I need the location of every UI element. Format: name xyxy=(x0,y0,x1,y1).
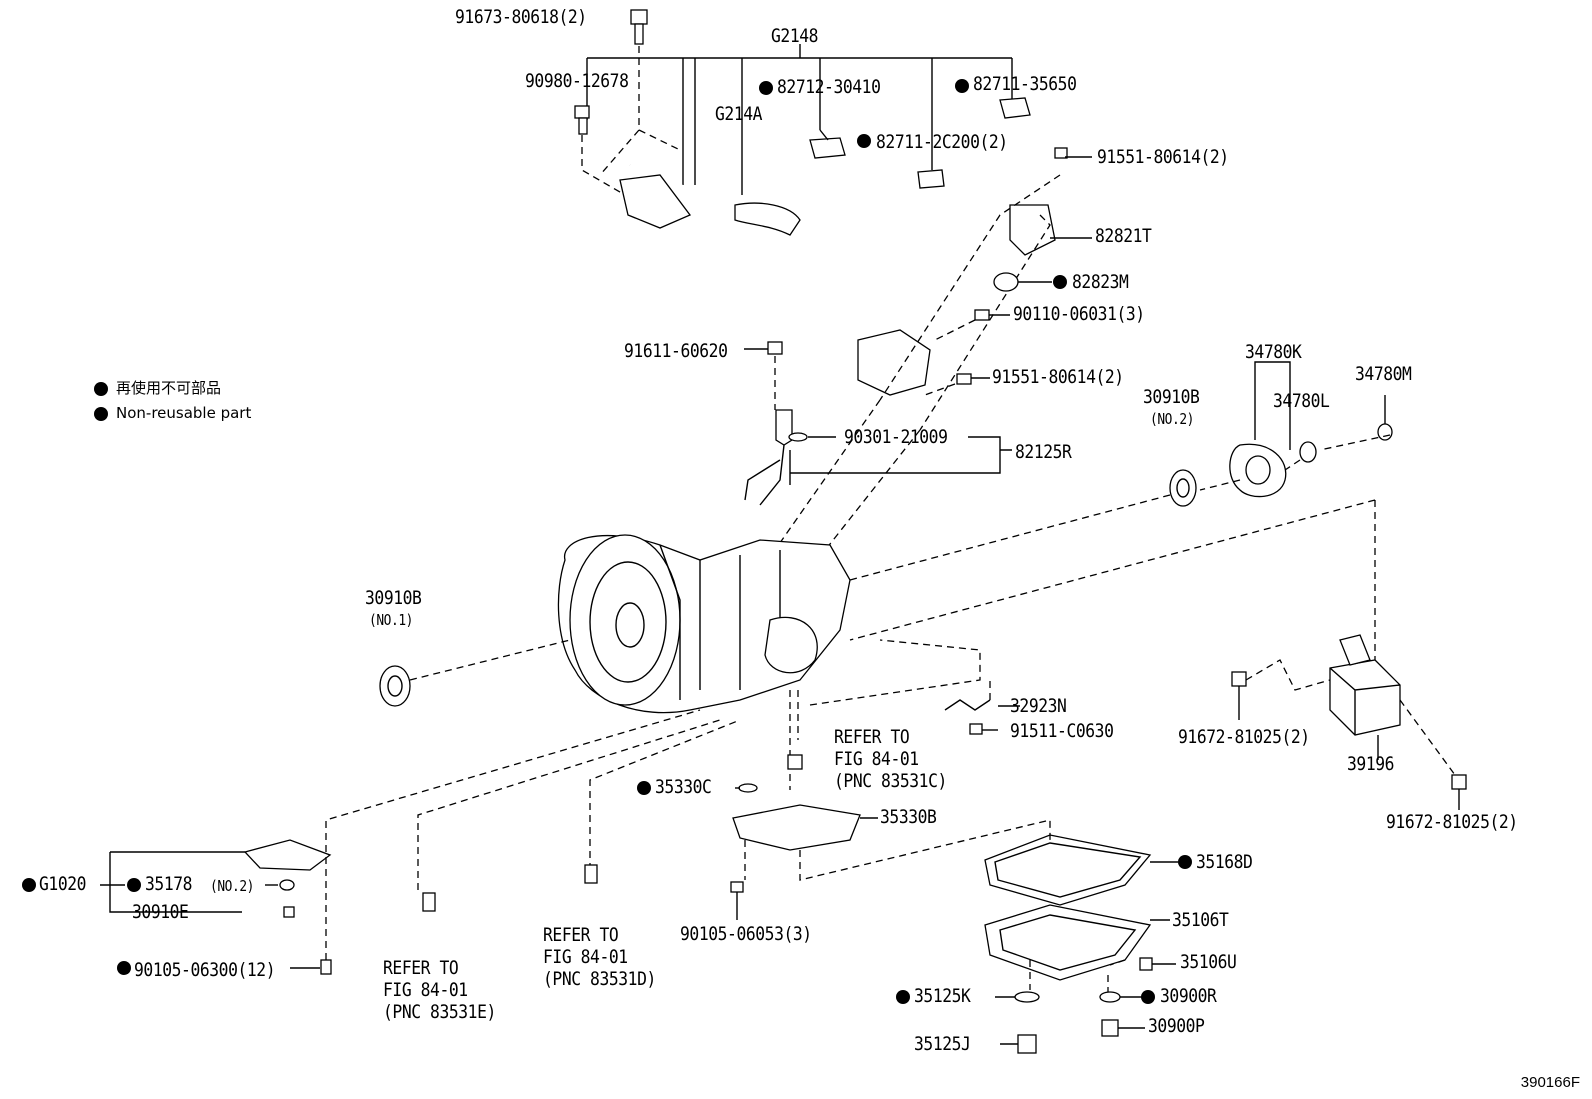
refer-link[interactable]: FIG 84-01 xyxy=(834,748,919,770)
part-label[interactable]: 82711-2C200(2) xyxy=(876,131,1008,153)
part-label[interactable]: 30910B xyxy=(1143,386,1200,408)
group-label[interactable]: G2148 xyxy=(771,25,819,47)
nut-icon xyxy=(1377,423,1393,441)
part-label[interactable]: 82712-30410 xyxy=(777,76,881,98)
bracket-icon xyxy=(1009,204,1056,256)
part-label[interactable]: 35106T xyxy=(1172,909,1229,931)
part-label[interactable]: 34780M xyxy=(1355,363,1412,385)
strainer-icon xyxy=(732,804,861,851)
refer-link[interactable]: REFER TO xyxy=(383,957,459,979)
refer-link[interactable]: FIG 84-01 xyxy=(383,979,468,1001)
group-label[interactable]: G1020 xyxy=(39,873,87,895)
part-label[interactable]: 35125J xyxy=(914,1033,971,1055)
part-note: (NO.2) xyxy=(210,877,255,895)
refer-link[interactable]: (PNC 83531D) xyxy=(543,968,656,990)
cover-plate-icon xyxy=(243,839,332,871)
part-label[interactable]: 90301-21009 xyxy=(844,426,948,448)
part-note: (NO.2) xyxy=(1150,410,1195,428)
part-label[interactable]: 35168D xyxy=(1196,851,1253,873)
part-label[interactable]: 34780L xyxy=(1273,390,1330,412)
part-label[interactable]: 82821T xyxy=(1095,225,1152,247)
part-label[interactable]: 35330C xyxy=(655,776,712,798)
sensor-icon xyxy=(574,105,590,135)
refer-link[interactable]: REFER TO xyxy=(543,924,619,946)
oil-seal-icon xyxy=(379,665,411,707)
clamp-icon xyxy=(999,97,1031,119)
part-label[interactable]: 35330B xyxy=(880,806,937,828)
part-label[interactable]: 35106U xyxy=(1180,951,1237,973)
part-label[interactable]: 91672-81025(2) xyxy=(1386,811,1518,833)
part-label[interactable]: 82125R xyxy=(1015,441,1072,463)
part-label[interactable]: 91551-80614(2) xyxy=(1097,146,1229,168)
part-label[interactable]: 82823M xyxy=(1072,271,1129,293)
part-label[interactable]: 30900R xyxy=(1160,985,1217,1007)
legend-jp: 再使用不可部品 xyxy=(116,379,222,397)
bracket-icon xyxy=(1329,659,1401,736)
figure-code: 390166F xyxy=(1520,1074,1580,1091)
part-label[interactable]: 90105-06300(12) xyxy=(134,959,276,981)
part-label[interactable]: 91672-81025(2) xyxy=(1178,726,1310,748)
part-label[interactable]: 30910E xyxy=(132,901,189,923)
part-label[interactable]: 30900P xyxy=(1148,1015,1205,1037)
part-note: (NO.1) xyxy=(369,611,414,629)
part-label[interactable]: 91551-80614(2) xyxy=(992,366,1124,388)
part-label[interactable]: 35178 xyxy=(145,873,193,895)
transmission-icon xyxy=(557,534,851,714)
clamp-icon xyxy=(809,137,846,159)
legend-en: Non-reusable part xyxy=(116,404,252,422)
part-label[interactable]: 91611-60620 xyxy=(624,340,728,362)
refer-link[interactable]: FIG 84-01 xyxy=(543,946,628,968)
refer-link[interactable]: REFER TO xyxy=(834,726,910,748)
part-label[interactable]: 91511-C0630 xyxy=(1010,720,1114,742)
part-label[interactable]: 34780K xyxy=(1245,341,1302,363)
clamp-icon xyxy=(917,169,945,189)
part-label[interactable]: 30910B xyxy=(365,587,422,609)
part-label[interactable]: 82711-35650 xyxy=(973,73,1077,95)
plug-icon xyxy=(993,272,1019,292)
group-label[interactable]: G214A xyxy=(715,103,763,125)
part-label[interactable]: 90110-06031(3) xyxy=(1013,303,1145,325)
refer-link[interactable]: (PNC 83531E) xyxy=(383,1001,496,1023)
part-label[interactable]: 35125K xyxy=(914,985,971,1007)
oil-seal-icon xyxy=(1169,469,1197,507)
part-label[interactable]: 90105-06053(3) xyxy=(680,923,812,945)
refer-link[interactable]: (PNC 83531C) xyxy=(834,770,947,792)
washer-icon xyxy=(1299,441,1317,463)
bolt-icon xyxy=(630,9,648,45)
part-label[interactable]: 32923N xyxy=(1010,695,1067,717)
part-label[interactable]: 39196 xyxy=(1347,753,1395,775)
part-label[interactable]: 91673-80618(2) xyxy=(455,6,587,28)
part-label[interactable]: 90980-12678 xyxy=(525,70,629,92)
